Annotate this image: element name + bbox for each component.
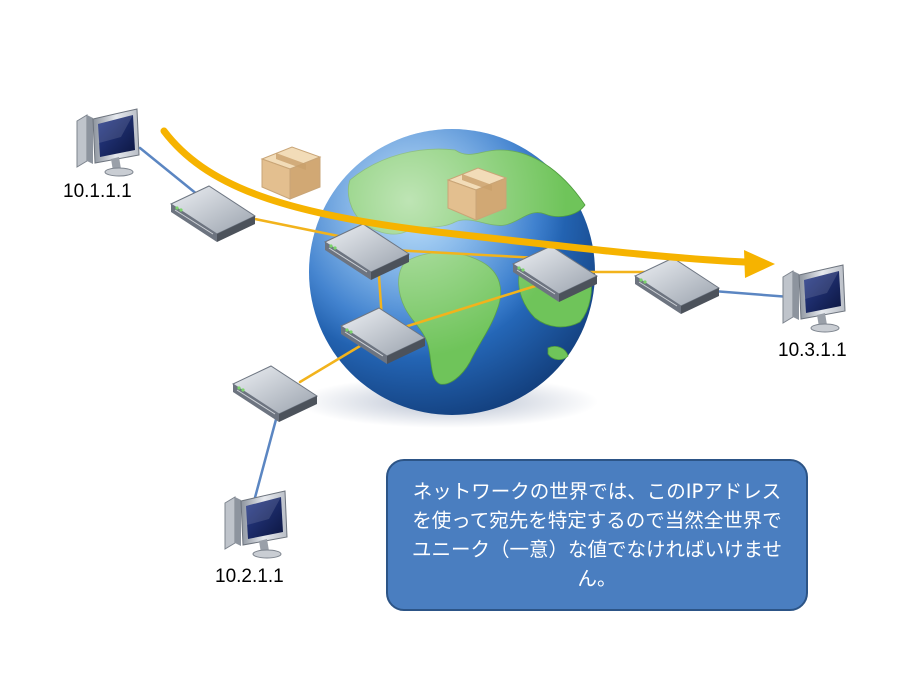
ip-label-bottom: 10.2.1.1 (215, 566, 284, 587)
network-switch-icon (170, 185, 256, 243)
ip-label-destination: 10.3.1.1 (778, 340, 847, 361)
route-arrow (160, 127, 775, 278)
explanation-callout: ネットワークの世界では、このIPアドレスを使って宛先を特定するので当然全世界でユ… (386, 459, 808, 611)
computer-monitor-icon (76, 108, 140, 177)
computer-monitor-icon (782, 264, 846, 333)
package-box-icon (261, 146, 321, 200)
ip-label-source: 10.1.1.1 (63, 181, 132, 202)
network-switch-icon (232, 365, 318, 423)
network-switch-icon (634, 257, 720, 315)
callout-text: ネットワークの世界では、このIPアドレスを使って宛先を特定するので当然全世界でユ… (412, 480, 782, 590)
computer-monitor-icon (224, 490, 288, 559)
